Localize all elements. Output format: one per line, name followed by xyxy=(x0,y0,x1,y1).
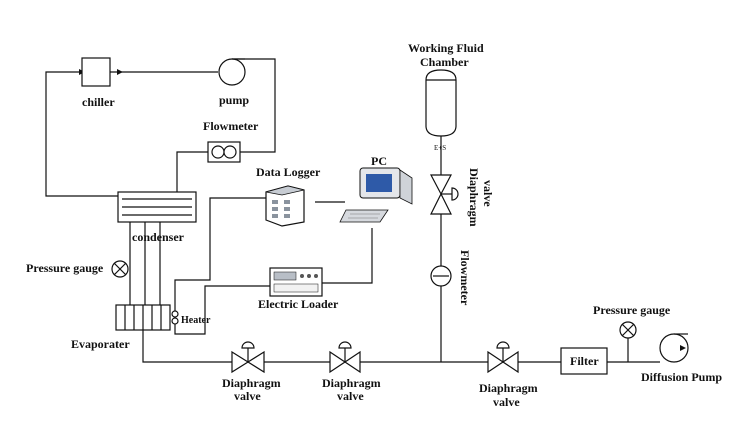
evaporator xyxy=(115,304,171,331)
diaphragm-valve-3 xyxy=(487,341,519,374)
diaphragm-valve-vertical-label-line1: Diaphragm xyxy=(467,168,481,227)
valve-3-label-line1: Diaphragm xyxy=(479,381,538,395)
pc xyxy=(339,167,413,223)
flowmeter-top xyxy=(207,141,241,163)
condenser-label: condenser xyxy=(132,230,185,244)
filter-label: Filter xyxy=(570,354,599,368)
data-logger-label: Data Logger xyxy=(256,165,321,179)
chamber-connector-label: E+S xyxy=(434,144,446,152)
electric-loader-label: Electric Loader xyxy=(258,297,339,311)
instrument-wiring xyxy=(174,197,373,335)
working-fluid-chamber-label-line2: Chamber xyxy=(420,55,469,69)
vacuum-line xyxy=(142,136,660,363)
valve-2-label-line1: Diaphragm xyxy=(322,376,381,390)
chiller-label: chiller xyxy=(82,95,115,109)
diaphragm-valve-2 xyxy=(329,341,361,374)
data-logger xyxy=(265,185,305,227)
pressure-gauge-right xyxy=(619,321,637,339)
filter xyxy=(560,347,608,375)
valve-1-label-line2: valve xyxy=(234,389,261,403)
chiller xyxy=(81,57,111,87)
working-fluid-chamber-label-line1: Working Fluid xyxy=(408,41,484,55)
cooling-loop-lines xyxy=(45,58,276,197)
condenser xyxy=(117,191,197,223)
evaporater-label: Evaporater xyxy=(71,337,130,351)
pc-label: PC xyxy=(371,154,387,168)
working-fluid-chamber xyxy=(425,69,457,137)
valve-2-label-line2: valve xyxy=(337,389,364,403)
heater-label: Heater xyxy=(181,315,211,326)
diffusion-pump xyxy=(659,333,689,363)
heater xyxy=(171,310,179,325)
pump-label: pump xyxy=(219,93,249,107)
diffusion-pump-label: Diffusion Pump xyxy=(641,370,722,384)
valve-3-label-line2: valve xyxy=(493,395,520,409)
diaphragm-valve-vertical-label-line2: valve xyxy=(481,180,495,207)
diaphragm-valve-vertical xyxy=(430,174,459,215)
flowmeter-vertical-label: Flowmeter xyxy=(458,250,472,306)
electric-loader xyxy=(269,267,323,297)
flowmeter-top-label: Flowmeter xyxy=(203,119,259,133)
condenser-evaporator-pipes xyxy=(129,222,161,305)
pressure-gauge-left xyxy=(111,260,129,278)
pressure-gauge-left-label: Pressure gauge xyxy=(26,261,104,275)
pump xyxy=(218,58,246,86)
valve-1-label-line1: Diaphragm xyxy=(222,376,281,390)
pressure-gauge-right-label: Pressure gauge xyxy=(593,303,671,317)
flowmeter-vertical xyxy=(430,265,452,287)
diaphragm-valve-1 xyxy=(231,341,265,374)
